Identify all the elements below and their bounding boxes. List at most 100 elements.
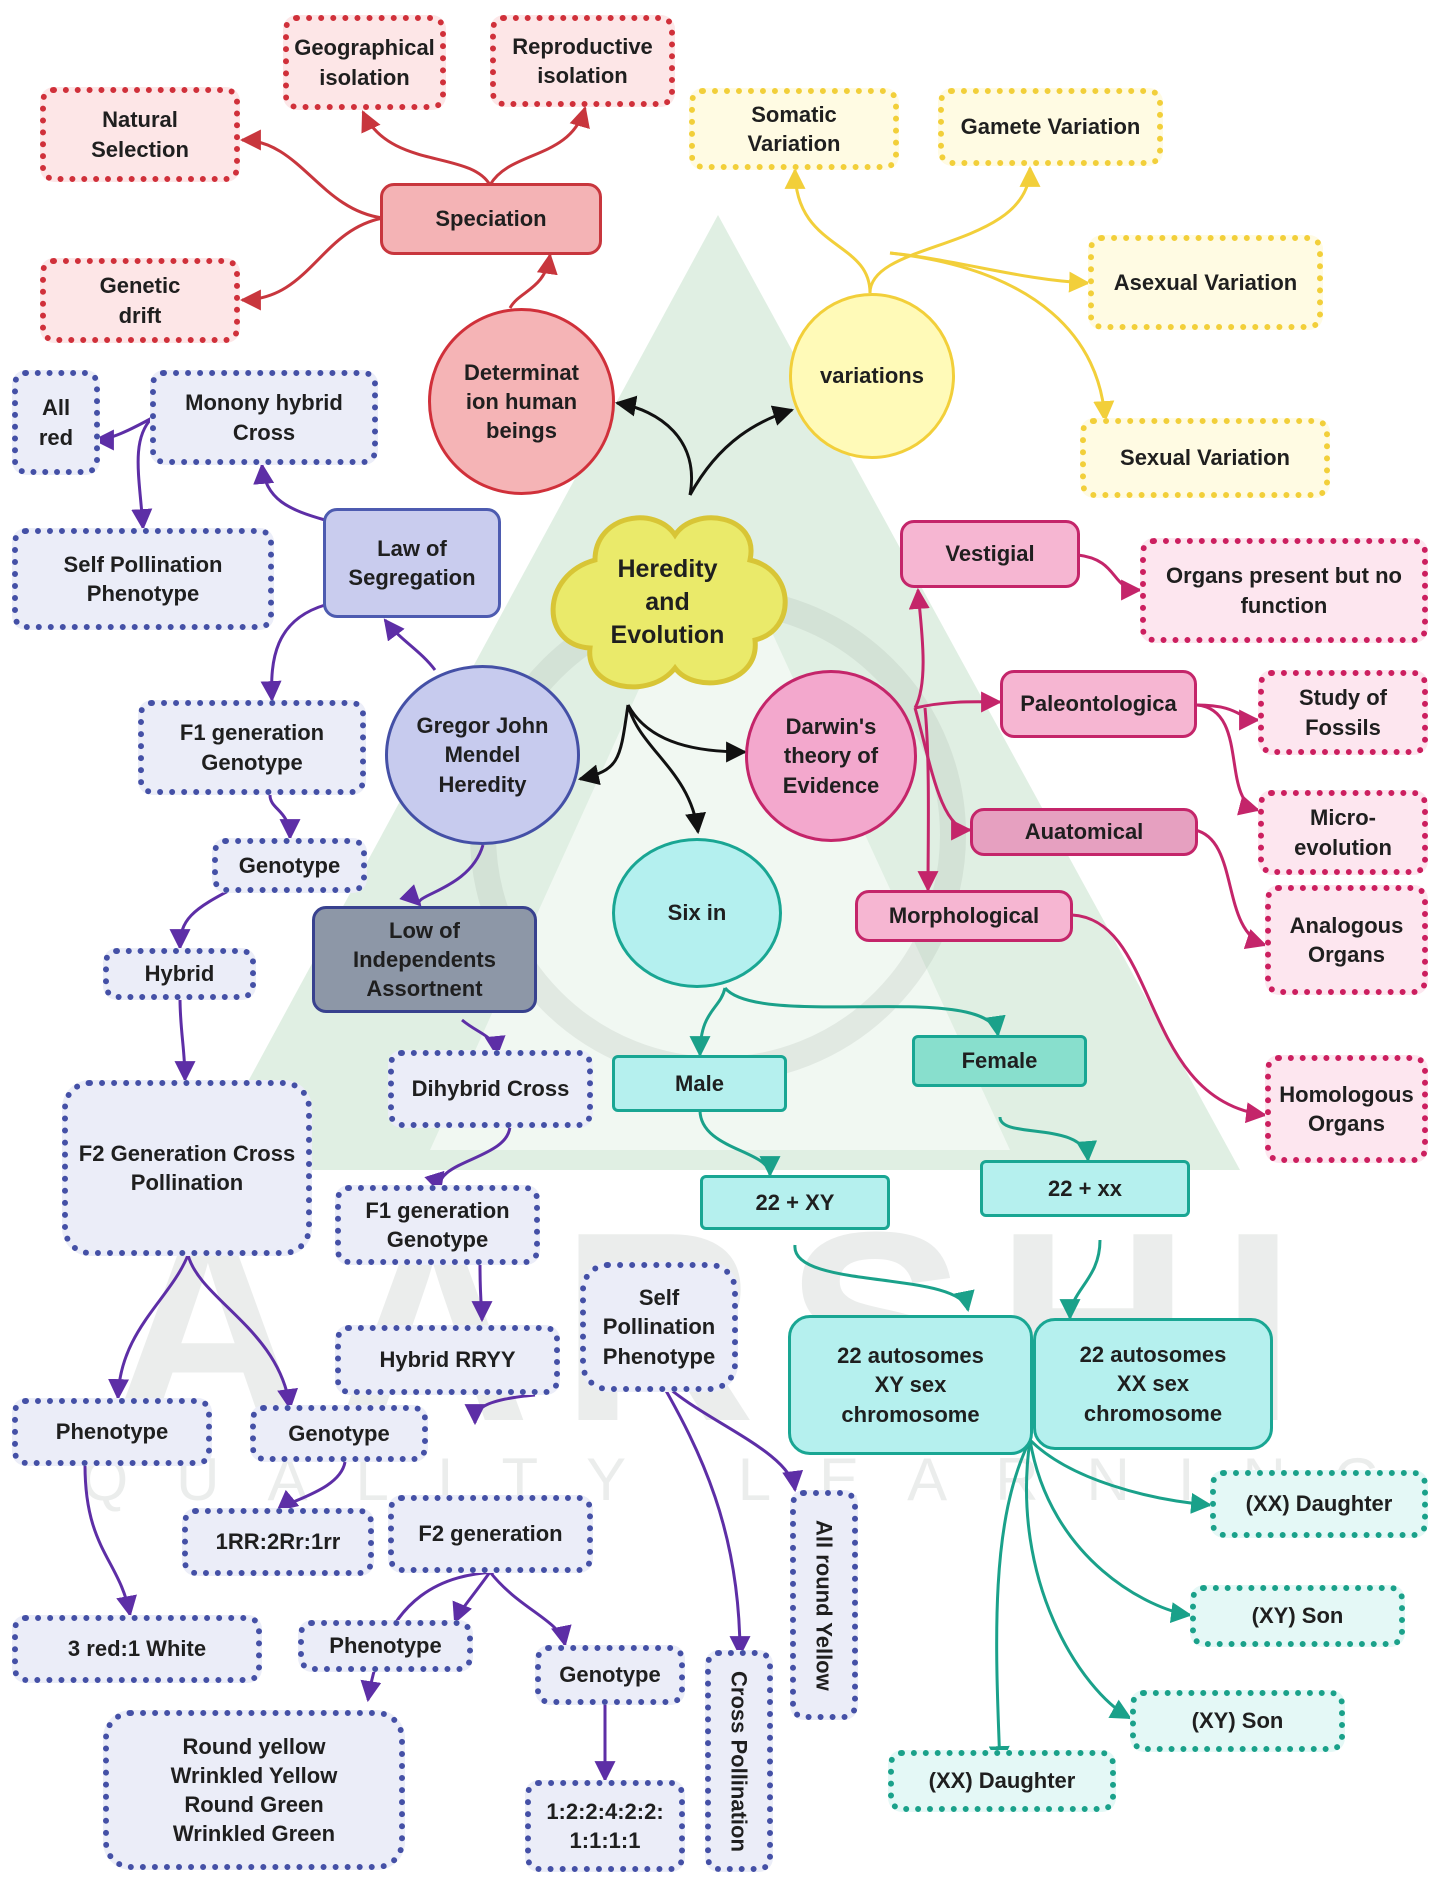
asexual-variation-node[interactable]: Asexual Variation	[1088, 235, 1323, 330]
self-pollination-phenotype-node[interactable]: Self Pollination Phenotype	[12, 528, 274, 630]
autosomes-xy-label: 22 autosomes XY sex chromosome	[837, 1343, 984, 1427]
son-2-node[interactable]: (XY) Son	[1130, 1690, 1345, 1752]
ratio-nine-label: 1:2:2:4:2:2: 1:1:1:1	[546, 1798, 664, 1853]
vestigial-node[interactable]: Vestigial	[900, 520, 1080, 588]
f1-generation-genotype-2-node[interactable]: F1 generation Genotype	[335, 1185, 540, 1265]
variations-node[interactable]: variations	[789, 293, 955, 459]
darwin-theory-node[interactable]: Darwin's theory of Evidence	[745, 670, 917, 842]
somatic-variation-node[interactable]: Somatic Variation	[689, 88, 899, 170]
law-of-segregation-label: Law of Segregation	[348, 535, 476, 590]
genetic-drift-label: Genetic drift	[99, 273, 181, 328]
speciation-node[interactable]: Speciation	[380, 183, 602, 255]
phenotype-left-node[interactable]: Phenotype	[12, 1398, 212, 1466]
female-node[interactable]: Female	[912, 1035, 1087, 1087]
red-white-ratio-node[interactable]: 3 red:1 White	[12, 1615, 262, 1683]
dihybrid-cross-label: Dihybrid Cross	[411, 1076, 570, 1102]
micro-evolution-label: Micro- evolution	[1294, 805, 1392, 860]
genetic-drift-node[interactable]: Genetic drift	[40, 258, 240, 343]
organs-no-function-node[interactable]: Organs present but no function	[1140, 538, 1428, 643]
all-red-label: All red	[38, 395, 74, 450]
all-round-yellow-node[interactable]: All round Yellow	[790, 1490, 858, 1720]
center-topic-label: Heredity and Evolution	[610, 554, 725, 649]
autosomes-xx-label: 22 autosomes XX sex chromosome	[1079, 1342, 1227, 1426]
somatic-variation-label: Somatic Variation	[747, 101, 841, 156]
gamete-variation-node[interactable]: Gamete Variation	[938, 88, 1163, 166]
all-round-yellow-label: All round Yellow	[811, 1519, 837, 1691]
dihybrid-cross-node[interactable]: Dihybrid Cross	[388, 1050, 593, 1128]
round-wrinkled-list-node[interactable]: Round yellow Wrinkled Yellow Round Green…	[103, 1710, 405, 1870]
phenotype-right-node[interactable]: Phenotype	[298, 1620, 473, 1672]
f2-generation-node[interactable]: F2 generation	[388, 1495, 593, 1573]
organs-no-function-label: Organs present but no function	[1166, 563, 1402, 618]
autosomes-xy-node[interactable]: 22 autosomes XY sex chromosome	[788, 1315, 1033, 1455]
darwin-theory-label: Darwin's theory of Evidence	[782, 714, 880, 798]
f2-generation-cross-pollination-node[interactable]: F2 Generation Cross Pollination	[62, 1080, 312, 1256]
ratio-rr-node[interactable]: 1RR:2Rr:1rr	[182, 1508, 374, 1576]
female-label: Female	[961, 1048, 1038, 1074]
asexual-variation-label: Asexual Variation	[1113, 269, 1298, 295]
study-of-fossils-node[interactable]: Study of Fossils	[1258, 670, 1428, 755]
sexual-variation-node[interactable]: Sexual Variation	[1080, 418, 1330, 498]
analogous-organs-label: Analogous Organs	[1289, 912, 1404, 967]
geographical-isolation-node[interactable]: Geographical isolation	[283, 15, 446, 110]
xx-chromosome-label: 22 + xx	[1047, 1175, 1122, 1201]
daughter-1-label: (XX) Daughter	[1245, 1491, 1393, 1517]
gamete-variation-label: Gamete Variation	[960, 114, 1141, 140]
hybrid-rryy-label: Hybrid RRYY	[379, 1347, 516, 1373]
morphological-label: Morphological	[888, 903, 1040, 929]
speciation-label: Speciation	[435, 206, 547, 232]
morphological-node[interactable]: Morphological	[855, 890, 1073, 942]
ratio-nine-node[interactable]: 1:2:2:4:2:2: 1:1:1:1	[525, 1780, 685, 1872]
mendel-label: Gregor John Mendel Heredity	[416, 713, 549, 797]
genotype-node[interactable]: Genotype	[212, 838, 367, 893]
sex-determination-node[interactable]: Six in	[612, 838, 782, 988]
daughter-1-node[interactable]: (XX) Daughter	[1210, 1470, 1428, 1538]
analogous-organs-node[interactable]: Analogous Organs	[1265, 885, 1428, 995]
cross-pollination-label: Cross Pollination	[726, 1670, 752, 1852]
hybrid-rryy-node[interactable]: Hybrid RRYY	[335, 1325, 560, 1395]
determination-node[interactable]: Determinat ion human beings	[428, 308, 615, 495]
law-of-segregation-node[interactable]: Law of Segregation	[323, 508, 501, 618]
son-1-node[interactable]: (XY) Son	[1190, 1585, 1405, 1647]
f1-generation-genotype-2-label: F1 generation Genotype	[365, 1197, 510, 1252]
f2-generation-label: F2 generation	[418, 1521, 563, 1547]
center-cloud-shape	[550, 515, 788, 690]
anatomical-label: Auatomical	[1024, 819, 1144, 845]
genotype-right-node[interactable]: Genotype	[535, 1645, 685, 1705]
monohybrid-cross-label: Monony hybrid Cross	[185, 390, 343, 445]
phenotype-left-label: Phenotype	[55, 1419, 169, 1445]
micro-evolution-node[interactable]: Micro- evolution	[1258, 790, 1428, 875]
independent-assortment-label: Low of Independents Assortnent	[352, 917, 496, 1002]
self-pollination-phenotype-label: Self Pollination Phenotype	[63, 551, 223, 606]
hybrid-node[interactable]: Hybrid	[103, 948, 256, 1000]
genotype-left-node[interactable]: Genotype	[250, 1405, 428, 1462]
all-red-node[interactable]: All red	[12, 370, 100, 475]
autosomes-xx-node[interactable]: 22 autosomes XX sex chromosome	[1033, 1318, 1273, 1450]
homologous-organs-node[interactable]: Homologous Organs	[1265, 1055, 1428, 1163]
self-pollination-phenotype-2-node[interactable]: Self Pollination Phenotype	[580, 1262, 738, 1392]
round-wrinkled-list-label: Round yellow Wrinkled Yellow Round Green…	[170, 1733, 338, 1847]
xx-chromosome-node[interactable]: 22 + xx	[980, 1160, 1190, 1217]
determination-label: Determinat ion human beings	[464, 359, 579, 444]
xy-chromosome-label: 22 + XY	[755, 1189, 835, 1215]
natural-selection-node[interactable]: Natural Selection	[40, 87, 240, 182]
anatomical-node[interactable]: Auatomical	[970, 808, 1198, 856]
center-topic[interactable]: Heredity and Evolution	[560, 522, 775, 682]
cross-pollination-node[interactable]: Cross Pollination	[705, 1650, 773, 1872]
xy-chromosome-node[interactable]: 22 + XY	[700, 1175, 890, 1230]
sexual-variation-label: Sexual Variation	[1120, 445, 1290, 471]
variations-label: variations	[820, 363, 924, 389]
study-of-fossils-label: Study of Fossils	[1299, 685, 1387, 740]
independent-assortment-node[interactable]: Low of Independents Assortnent	[312, 906, 537, 1013]
monohybrid-cross-node[interactable]: Monony hybrid Cross	[150, 370, 378, 465]
paleontological-node[interactable]: Paleontologica	[1000, 670, 1197, 738]
reproductive-isolation-node[interactable]: Reproductive isolation	[490, 15, 675, 107]
daughter-2-node[interactable]: (XX) Daughter	[888, 1750, 1116, 1812]
male-node[interactable]: Male	[612, 1055, 787, 1112]
son-2-label: (XY) Son	[1191, 1708, 1284, 1734]
f2-generation-cross-pollination-label: F2 Generation Cross Pollination	[78, 1140, 296, 1195]
mendel-node[interactable]: Gregor John Mendel Heredity	[385, 665, 580, 845]
ratio-rr-label: 1RR:2Rr:1rr	[215, 1529, 341, 1555]
f1-generation-genotype-node[interactable]: F1 generation Genotype	[138, 700, 366, 795]
